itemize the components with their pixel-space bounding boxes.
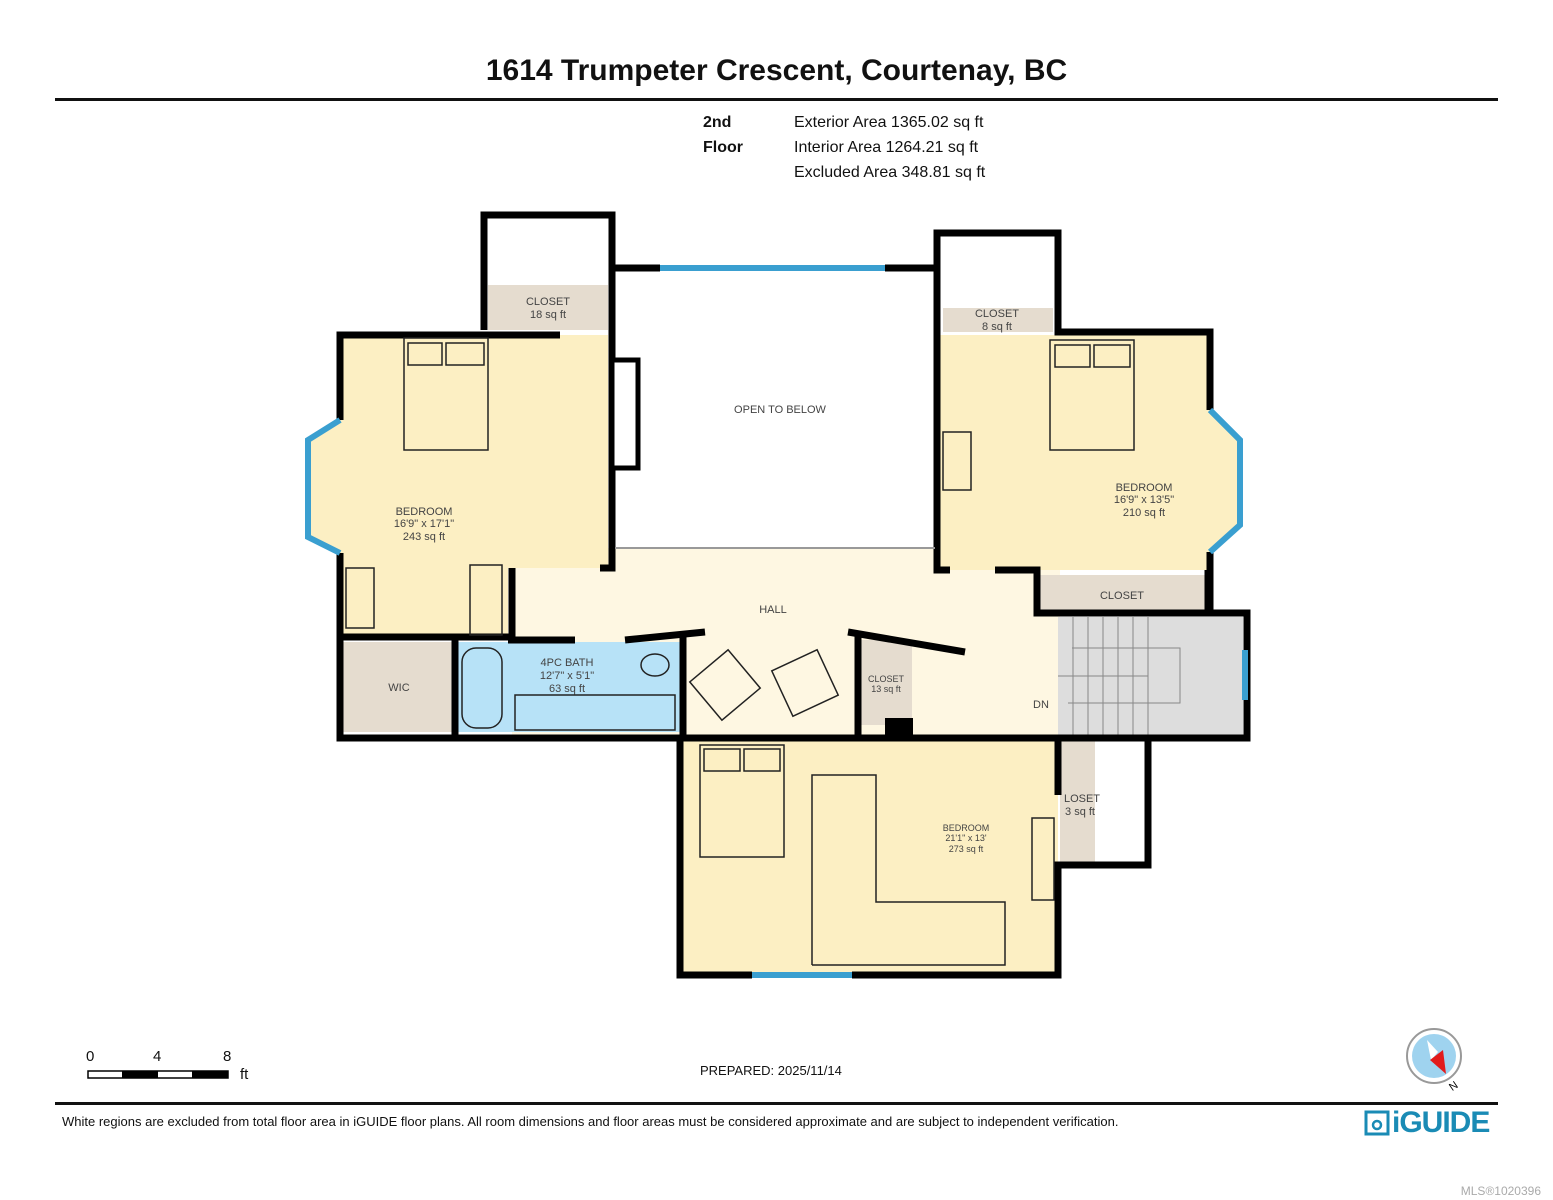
closet-tl-area: 18 sq ft <box>530 309 566 321</box>
bedroom-left-dims: 16'9" x 17'1" <box>394 518 454 530</box>
excluded-area: Excluded Area 348.81 sq ft <box>794 164 986 181</box>
bath-name: 4PC BATH <box>541 657 594 669</box>
desk <box>469 564 503 636</box>
iguide-logo-icon <box>1364 1110 1390 1136</box>
bedroom-left-fill <box>308 335 608 637</box>
compass-north-label: N <box>1447 1079 1460 1093</box>
bedroom-bottom-name: BEDROOM <box>943 823 990 833</box>
closet-tl-name: CLOSET <box>526 296 570 308</box>
wic-fill <box>343 642 455 732</box>
floor-label: 2nd Floor <box>703 114 743 156</box>
bath-fill <box>458 642 680 732</box>
bed-right <box>1049 339 1135 451</box>
fireplace-chase <box>609 357 641 471</box>
hall-label: HALL <box>759 604 787 616</box>
stairs-down-label: DN <box>1033 699 1049 711</box>
scale-unit: ft <box>240 1066 249 1083</box>
bed-left <box>403 337 489 451</box>
walls <box>336 211 1251 979</box>
bathtub <box>461 647 503 729</box>
vanity <box>514 694 676 731</box>
bedroom-bottom-dims: 21'1" x 13' <box>945 833 986 843</box>
footer-divider <box>55 1102 1498 1105</box>
bath-dims: 12'7" x 5'1" <box>540 670 594 682</box>
bedroom-right-area: 210 sq ft <box>1123 507 1165 519</box>
closet-hall-name: CLOSET <box>868 674 905 684</box>
closet-tr-area: 8 sq ft <box>982 321 1012 333</box>
closet-br-fill <box>1060 740 1095 865</box>
wic-label: WIC <box>388 682 409 694</box>
closet-tr-name: CLOSET <box>975 308 1019 320</box>
bedroom-left-area: 243 sq ft <box>403 531 445 543</box>
tv-stand <box>1031 817 1055 901</box>
sectional-sofa <box>811 774 1006 966</box>
closet-br-area: 3 sq ft <box>1065 806 1095 818</box>
bedroom-bottom-area: 273 sq ft <box>949 844 984 854</box>
interior-area: Interior Area 1264.21 sq ft <box>794 139 979 156</box>
closet-r-fill <box>1040 575 1205 613</box>
column <box>885 718 913 738</box>
bath-area: 63 sq ft <box>549 683 585 695</box>
windows <box>305 265 1248 978</box>
closet-br-name: LOSET <box>1064 793 1100 805</box>
bedroom-right-fill <box>940 335 1240 570</box>
bed-bottom <box>699 744 785 858</box>
furniture <box>345 337 1135 966</box>
page-title: 1614 Trumpeter Crescent, Courtenay, BC <box>485 54 1068 87</box>
scale-4: 4 <box>153 1048 162 1065</box>
dresser <box>345 567 375 629</box>
closet-r-name: CLOSET <box>1100 590 1144 602</box>
disclaimer: White regions are excluded from total fl… <box>62 1114 1119 1129</box>
header-divider <box>55 98 1498 101</box>
bedroom-right-dims: 16'9" x 13'5" <box>1114 494 1174 506</box>
stairs-treads <box>1058 617 1181 735</box>
bedroom-left-name: BEDROOM <box>396 506 453 518</box>
scale-8: 8 <box>223 1048 232 1065</box>
closet-tr-fill <box>943 308 1053 332</box>
closet-hall-area: 13 sq ft <box>871 684 901 694</box>
bedroom-right-name: BEDROOM <box>1116 482 1173 494</box>
armchair-1 <box>688 648 762 722</box>
dresser-right <box>942 431 972 491</box>
iguide-logo: iGUIDE <box>1392 1106 1490 1139</box>
closet-hall-fill <box>860 640 912 725</box>
open-to-below-label: OPEN TO BELOW <box>734 404 827 416</box>
mls-number: MLS®1020396 <box>1460 1184 1541 1198</box>
compass-icon: N <box>1406 1028 1462 1094</box>
prepared-date: PREPARED: 2025/11/14 <box>700 1063 842 1078</box>
armchair-2 <box>770 648 840 718</box>
scale-bar <box>87 1070 229 1079</box>
scale-0: 0 <box>86 1048 95 1065</box>
closet-tl-fill <box>488 285 608 330</box>
toilet <box>640 653 670 677</box>
exterior-area: Exterior Area 1365.02 sq ft <box>794 114 984 131</box>
